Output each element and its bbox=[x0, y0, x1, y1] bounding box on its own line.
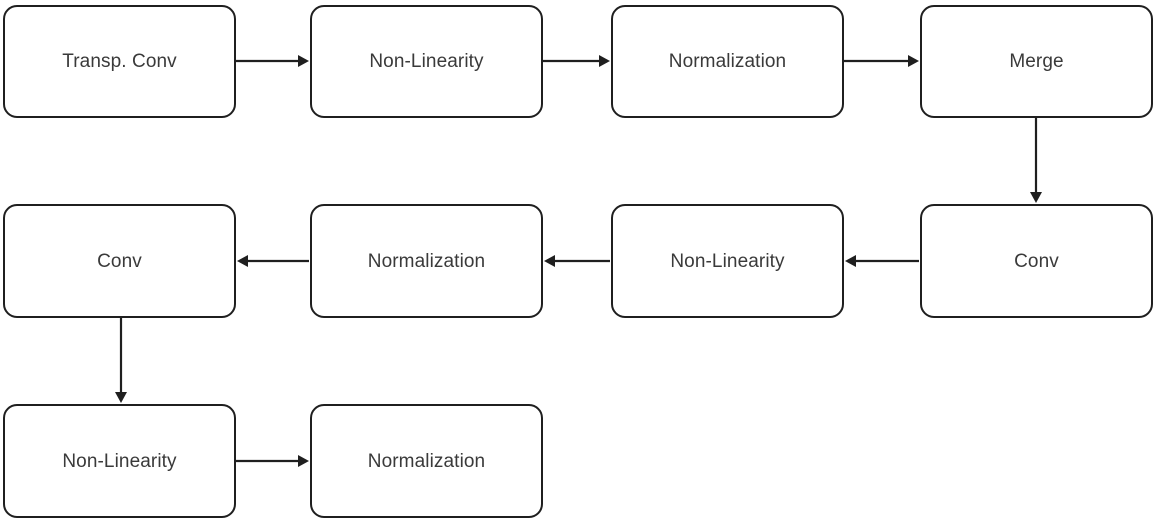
flow-node-label: Normalization bbox=[367, 450, 486, 472]
flow-edge-e1 bbox=[236, 55, 309, 67]
flow-edge-e6 bbox=[544, 255, 610, 267]
flow-node-label: Non-Linearity bbox=[62, 450, 177, 472]
flow-edge-e3 bbox=[844, 55, 919, 67]
flow-node-n7[interactable]: Non-Linearity bbox=[611, 204, 844, 318]
flow-edge-e5 bbox=[845, 255, 919, 267]
flow-edge-e2 bbox=[543, 55, 610, 67]
flow-edge-e8 bbox=[115, 318, 127, 403]
flow-node-label: Transp. Conv bbox=[62, 51, 177, 72]
flow-node-n10[interactable]: Normalization bbox=[310, 404, 543, 518]
flow-edge-e4 bbox=[1030, 118, 1042, 203]
flow-node-label: Normalization bbox=[668, 51, 787, 72]
flow-node-label: Conv bbox=[97, 250, 142, 272]
flow-node-label: Normalization bbox=[367, 250, 486, 272]
flow-node-n3[interactable]: Normalization bbox=[611, 5, 844, 118]
flow-edge-e9 bbox=[236, 455, 309, 467]
flow-node-n9[interactable]: Non-Linearity bbox=[3, 404, 236, 518]
flow-node-n8[interactable]: Conv bbox=[920, 204, 1153, 318]
flow-node-n4[interactable]: Merge bbox=[920, 5, 1153, 118]
flow-node-n2[interactable]: Non-Linearity bbox=[310, 5, 543, 118]
flow-edge-e7 bbox=[237, 255, 309, 267]
flow-node-label: Non-Linearity bbox=[369, 51, 484, 72]
flow-node-n6[interactable]: Normalization bbox=[310, 204, 543, 318]
flow-node-n1[interactable]: Transp. Conv bbox=[3, 5, 236, 118]
flow-node-label: Conv bbox=[1014, 250, 1059, 272]
flow-node-label: Merge bbox=[1009, 51, 1064, 72]
flow-node-label: Non-Linearity bbox=[670, 250, 785, 272]
flow-node-n5[interactable]: Conv bbox=[3, 204, 236, 318]
